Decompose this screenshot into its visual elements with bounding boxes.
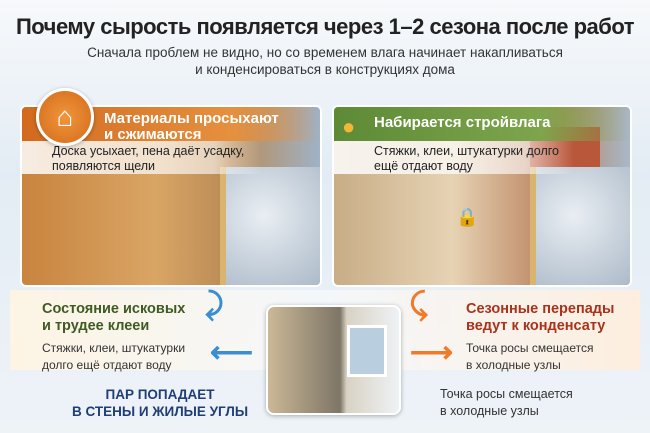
- panel-title: Набирается стройвлага: [334, 107, 630, 141]
- page-title: Почему сырость появляется через 1–2 сезо…: [15, 14, 635, 39]
- subtitle-line: и конденсироваться в конструкциях дома: [195, 62, 455, 77]
- right-block-text: Точка росы смещается в холодные узлы: [466, 340, 594, 374]
- house-icon: ⌂: [36, 88, 94, 146]
- bottom-left-caption: ПАР ПОПАДАЕТ В СТЕНЫ И ЖИЛЫЕ УГЛЫ: [60, 386, 260, 420]
- subtitle: Сначала проблем не видно, но со временем…: [0, 44, 650, 78]
- wall-illustration: [220, 167, 320, 285]
- title-line: ведут к конденсату: [466, 318, 606, 334]
- caption-line: ПАР ПОПАДАЕТ: [105, 387, 215, 402]
- caption-line: В СТЕНЫ И ЖИЛЫЕ УГЛЫ: [71, 404, 249, 419]
- water-drop-icon: ●: [342, 114, 356, 139]
- orange-arrow-icon: ⟶: [410, 336, 454, 369]
- panel-text-line: появляются щели: [52, 159, 156, 173]
- text-line: в холодные узлы: [466, 358, 561, 372]
- title-line: Сезонные перепады: [466, 301, 615, 317]
- subtitle-line: Сначала проблем не видно, но со временем…: [87, 45, 563, 60]
- caption-line: в холодные узлы: [440, 404, 539, 418]
- panel-construction-moisture: Набирается стройвлага Стяжки, клеи, штук…: [332, 105, 632, 287]
- text-line: Стяжки, клеи, штукатурки: [42, 341, 186, 355]
- title-line: Состояние исковых: [42, 301, 186, 317]
- caption-line: Точка росы смещается: [440, 387, 573, 401]
- text-line: Точка росы смещается: [466, 341, 594, 355]
- title-line: и трудее клееи: [42, 318, 150, 334]
- panel-title-line: и сжимаются: [104, 126, 202, 143]
- panel-text-line: Стяжки, клеи, штукатурки долго: [374, 144, 559, 158]
- wall-illustration: [530, 167, 630, 285]
- blue-arrow-icon: ⤸: [205, 288, 223, 321]
- panel-title-line: Материалы просыхают: [104, 110, 279, 127]
- orange-arrow-icon: ⤹: [410, 288, 428, 321]
- panel-text-line: ещё отдают воду: [374, 159, 473, 173]
- lock-icon: 🔒: [456, 207, 479, 227]
- panel-text: Доска усыхает, пена даёт усадку,появляют…: [22, 141, 262, 174]
- panel-text-line: Доска усыхает, пена даёт усадку,: [52, 144, 245, 158]
- left-block-text: Стяжки, клеи, штукатурки долго ещё отдают…: [42, 340, 185, 374]
- bottom-right-caption: Точка росы смещается в холодные узлы: [440, 386, 573, 420]
- blue-arrow-icon: ⟵: [210, 336, 254, 369]
- text-line: долго ещё отдают воду: [42, 358, 172, 372]
- mold-corner-illustration: [266, 305, 401, 415]
- window-illustration: [347, 325, 387, 377]
